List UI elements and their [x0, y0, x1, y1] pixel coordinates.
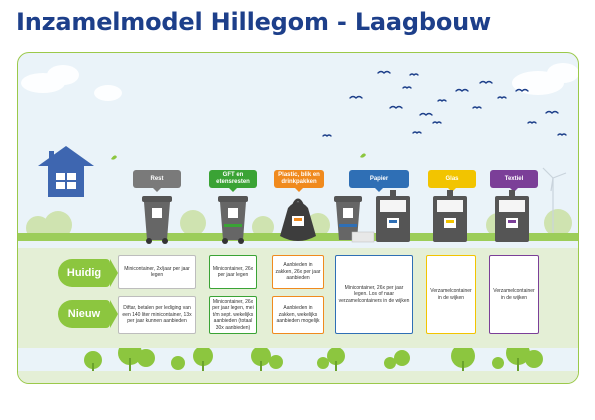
header-glas: Glas [428, 170, 476, 192]
house-icon [38, 146, 94, 197]
header-papier: Papier [349, 170, 409, 192]
page-title: Inzamelmodel Hillegom - Laagbouw [16, 8, 492, 36]
papier-bin-icon [334, 196, 375, 243]
header-plastic: Plastic, blik en drinkpakken [274, 170, 324, 192]
textiel-collection-container-icon [495, 190, 529, 242]
cell-nieuw-plastic: Aanbieden in zakken, wekelijks aanbieden… [272, 296, 324, 334]
plastic-bag-icon [280, 198, 316, 241]
cell-nieuw-gft: Minicontainer, 26x per jaar legen, mei t… [209, 296, 257, 334]
row-label-huidig: Huidig [58, 259, 118, 287]
gft-bin-icon [218, 196, 248, 244]
cell-textiel: Verzamelcontainer in de wijken [489, 255, 539, 334]
cell-papier: Minicontainer, 26x per jaar legen. Los o… [335, 255, 413, 334]
illustration-panel: Rest GFT en etensresten Plastic, blik en… [17, 52, 579, 384]
cell-huidig-plastic: Aanbieden in zakken, 26x per jaar aanbie… [272, 255, 324, 289]
header-rest: Rest [133, 170, 181, 192]
cell-huidig-rest: Minicontainer, 2x/jaar per jaar legen [118, 255, 196, 289]
glas-collection-container-icon [433, 190, 467, 242]
rest-bin-icon [142, 196, 172, 244]
papier-collection-container-icon [376, 190, 410, 242]
header-gft: GFT en etensresten [209, 170, 257, 192]
containers-illustration [142, 190, 529, 244]
cell-nieuw-rest: Diftar, betalen per lediging van een 140… [118, 296, 196, 334]
header-textiel: Textiel [490, 170, 538, 192]
cell-huidig-gft: Minicontainer, 26x per jaar legen [209, 255, 257, 289]
cell-glas: Verzamelcontainer in de wijken [426, 255, 476, 334]
row-label-nieuw: Nieuw [58, 300, 118, 328]
